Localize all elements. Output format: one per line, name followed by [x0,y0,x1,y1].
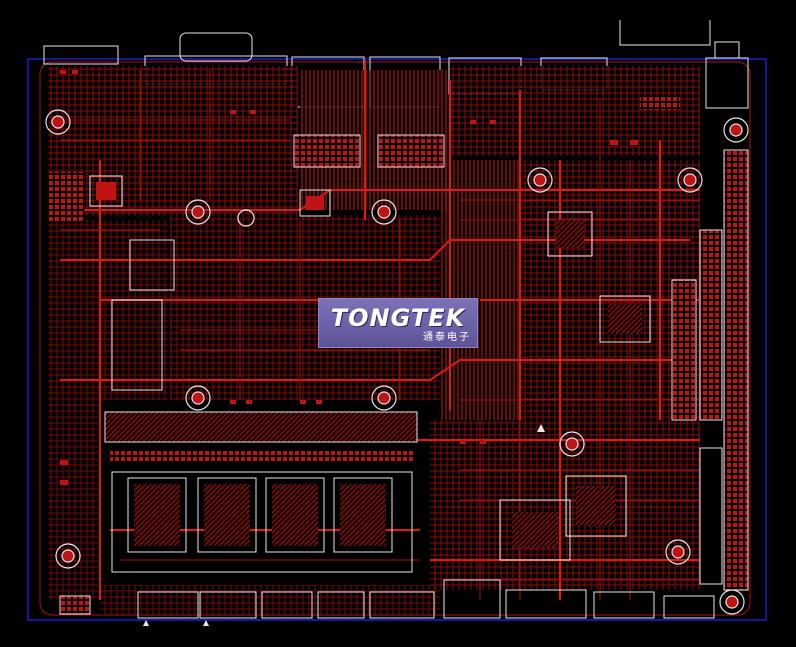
bottom-connectors [59,579,715,619]
logo-brand-text: TONGTEK [330,304,466,332]
routing-regions [48,66,700,615]
mounting-hole-icon [45,109,749,615]
board-outline [27,58,767,621]
pin1-triangle-marker-icon [143,424,545,626]
pin-headers [48,96,749,591]
memory-chips [127,477,393,553]
ic-footprints [89,134,651,561]
memory-module-area [104,411,418,573]
passives [60,70,638,485]
tongtek-logo: TONGTEK 通泰电子 [318,298,478,348]
logo-subtitle-text: 通泰电子 [423,332,471,343]
